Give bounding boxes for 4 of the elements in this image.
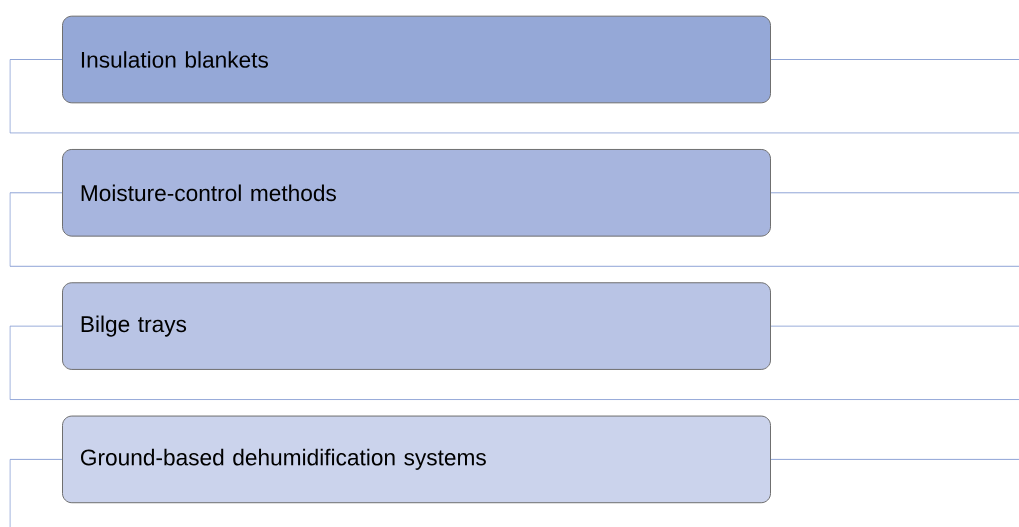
list-box: Moisture-control methods [62,148,771,237]
list-box: Insulation blankets [62,15,771,104]
list-box: Bilge trays [62,282,771,370]
list-box: Ground-based dehumidification systems [62,415,771,504]
